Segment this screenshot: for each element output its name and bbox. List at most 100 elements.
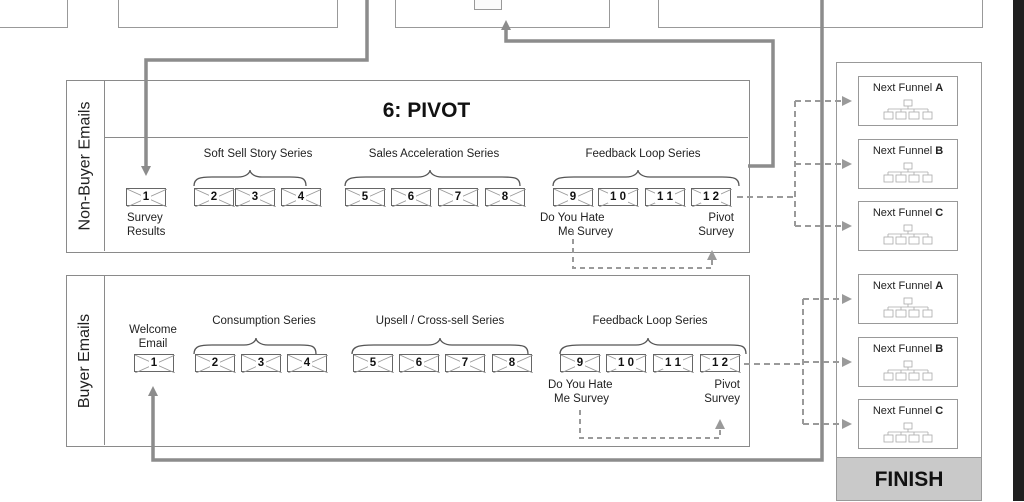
- nb-email-3: 3: [235, 188, 276, 207]
- next-funnel-b-buyer: Next Funnel B: [858, 337, 958, 387]
- nb-email-11: 1 1: [645, 188, 686, 207]
- email-number: 8: [499, 191, 511, 203]
- funnel-name: Next Funnel A: [859, 280, 957, 292]
- nb-email-7: 7: [438, 188, 479, 207]
- b-caption-hate-line2: Me Survey: [554, 393, 609, 405]
- nb-email-2: 2: [194, 188, 235, 207]
- email-number: 1 1: [655, 191, 675, 203]
- nb-caption-survey-results-line1: Survey: [127, 212, 163, 224]
- funnel-letter: B: [935, 145, 944, 157]
- email-number: 1 2: [701, 191, 721, 203]
- funnel-sitemap-icon: [883, 422, 933, 443]
- next-funnel-b-non-buyer: Next Funnel B: [858, 139, 958, 189]
- funnel-letter: B: [935, 343, 944, 355]
- b-series-upsell: Upsell / Cross-sell Series: [375, 315, 505, 327]
- funnel-sitemap-icon: [883, 99, 933, 120]
- right-edge-bar: [1013, 0, 1024, 501]
- b-email-3: 3: [241, 354, 282, 373]
- non-buyer-label: Non-Buyer Emails: [67, 81, 105, 251]
- funnel-letter: A: [935, 280, 944, 292]
- b-email-11: 1 1: [653, 354, 694, 373]
- b-email-8: 8: [492, 354, 533, 373]
- top-box-2: [118, 0, 338, 28]
- email-number: 7: [452, 191, 464, 203]
- funnel-name: Next Funnel A: [859, 82, 957, 94]
- email-number: 1 0: [608, 191, 628, 203]
- email-number: 2: [209, 357, 221, 369]
- nb-caption-survey-results: Survey Results: [127, 211, 165, 239]
- email-number: 9: [567, 191, 579, 203]
- b-email-7: 7: [445, 354, 486, 373]
- next-funnel-c-buyer: Next Funnel C: [858, 399, 958, 449]
- nb-caption-hate-survey: Do You Hate Me Survey: [540, 211, 613, 239]
- email-number: 1: [148, 357, 160, 369]
- b-caption-hate-survey: Do You Hate Me Survey: [548, 378, 613, 406]
- email-number: 4: [301, 357, 313, 369]
- email-number: 8: [506, 357, 518, 369]
- email-number: 1 1: [663, 357, 683, 369]
- nb-caption-hate-line1: Do You Hate: [540, 212, 605, 224]
- funnel-name: Next Funnel B: [859, 145, 957, 157]
- funnel-prefix: Next Funnel: [872, 82, 933, 94]
- b-series-consumption: Consumption Series: [212, 315, 316, 327]
- email-number: 3: [249, 191, 261, 203]
- nb-caption-pivot-survey: Pivot Survey: [694, 211, 734, 239]
- email-number: 1: [140, 191, 152, 203]
- nb-email-6: 6: [391, 188, 432, 207]
- b-caption-welcome-line1: Welcome: [129, 324, 177, 336]
- nb-caption-survey-results-line2: Results: [127, 226, 166, 238]
- nb-email-12: 1 2: [691, 188, 732, 207]
- funnel-prefix: Next Funnel: [872, 207, 933, 219]
- funnel-prefix: Next Funnel: [872, 280, 933, 292]
- funnel-name: Next Funnel C: [859, 405, 957, 417]
- next-funnel-a-non-buyer: Next Funnel A: [858, 76, 958, 126]
- funnel-sitemap-icon: [883, 224, 933, 245]
- b-email-4: 4: [287, 354, 328, 373]
- b-email-1: 1: [134, 354, 175, 373]
- nb-email-5: 5: [345, 188, 386, 207]
- b-caption-welcome-line2: Email: [138, 338, 168, 350]
- email-number: 2: [208, 191, 220, 203]
- b-caption-hate-line1: Do You Hate: [548, 379, 613, 391]
- email-number: 3: [255, 357, 267, 369]
- nb-email-9: 9: [553, 188, 594, 207]
- email-number: 6: [413, 357, 425, 369]
- b-email-9: 9: [560, 354, 601, 373]
- next-funnel-c-non-buyer: Next Funnel C: [858, 201, 958, 251]
- next-funnel-a-buyer: Next Funnel A: [858, 274, 958, 324]
- b-email-12: 1 2: [700, 354, 741, 373]
- top-mini-box: [474, 0, 502, 10]
- email-number: 1 2: [710, 357, 730, 369]
- b-caption-pivot-line2: Survey: [704, 393, 740, 405]
- funnel-letter: C: [935, 207, 944, 219]
- nb-caption-pivot-line2: Survey: [698, 226, 734, 238]
- nb-email-1: 1: [126, 188, 167, 207]
- funnel-prefix: Next Funnel: [872, 145, 933, 157]
- email-number: 1 0: [616, 357, 636, 369]
- nb-email-8: 8: [485, 188, 526, 207]
- b-series-feedback: Feedback Loop Series: [592, 315, 708, 327]
- funnel-column: [836, 62, 982, 458]
- buyer-label-text: Buyer Emails: [76, 313, 94, 408]
- nb-email-4: 4: [281, 188, 322, 207]
- nb-caption-hate-line2: Me Survey: [558, 226, 613, 238]
- funnel-sitemap-icon: [883, 360, 933, 381]
- funnel-prefix: Next Funnel: [872, 405, 933, 417]
- top-box-1: [0, 0, 68, 28]
- email-number: 6: [405, 191, 417, 203]
- b-caption-welcome-email: Welcome Email: [126, 323, 180, 351]
- page-title: 6: PIVOT: [382, 99, 471, 122]
- nb-caption-pivot-line1: Pivot: [708, 212, 734, 224]
- funnel-letter: C: [935, 405, 944, 417]
- funnel-letter: A: [935, 82, 944, 94]
- nb-series-soft-sell: Soft Sell Story Series: [203, 148, 313, 160]
- funnel-sitemap-icon: [883, 162, 933, 183]
- email-number: 5: [359, 191, 371, 203]
- top-box-4: [658, 0, 983, 28]
- b-email-6: 6: [399, 354, 440, 373]
- email-number: 4: [295, 191, 307, 203]
- nb-series-feedback: Feedback Loop Series: [585, 148, 701, 160]
- funnel-name: Next Funnel C: [859, 207, 957, 219]
- nb-email-10: 1 0: [598, 188, 639, 207]
- funnel-prefix: Next Funnel: [872, 343, 933, 355]
